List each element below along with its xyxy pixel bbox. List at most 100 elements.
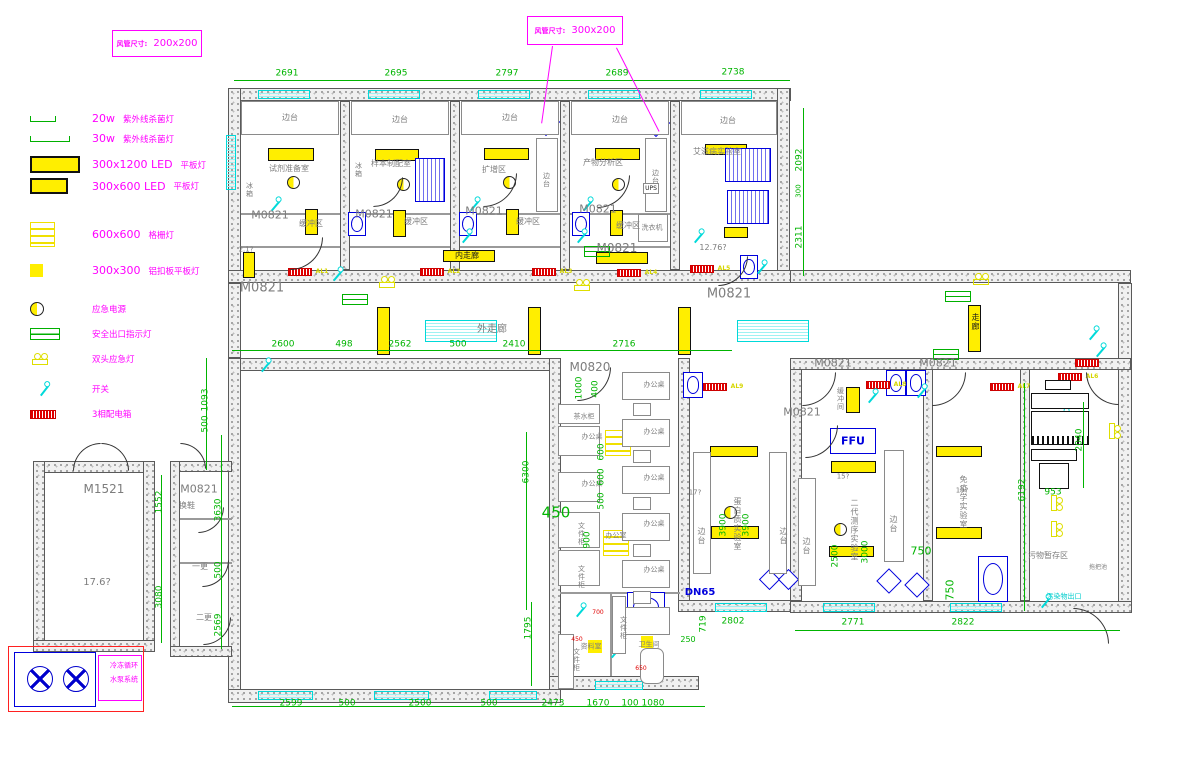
uv-30w-icon [30, 135, 92, 142]
wall [560, 101, 570, 270]
plan-text: 2410 [502, 339, 526, 350]
air-duct-vent [950, 603, 1002, 612]
plan-text: 2822 [951, 617, 975, 628]
plan-text: 冰箱 [354, 162, 363, 178]
grille-light-icon [30, 222, 92, 247]
furniture-fixture [571, 101, 669, 135]
furniture-fixture [798, 478, 816, 586]
plan-text: 100 [621, 698, 639, 709]
furniture-fixture [558, 472, 600, 502]
equipment-circ [683, 372, 703, 398]
legend-item-size: 300x600 LED [92, 179, 166, 193]
plan-text: 办公桌 [643, 565, 665, 574]
led-panel-light [711, 526, 759, 539]
dual-emergency-light [574, 279, 590, 291]
duct-size-callout-2: 风管尺寸: 300x200 [527, 16, 623, 45]
duct-size-label: 风管尺寸: [534, 26, 566, 35]
duct-size-value: 300x200 [571, 25, 616, 36]
plan-text: 2716 [612, 339, 636, 350]
door-swing [932, 372, 966, 406]
wall [340, 101, 350, 270]
led-panel-light [610, 210, 623, 236]
autoclave-machine [1039, 463, 1069, 489]
dimension-line [161, 475, 162, 643]
legend-item-desc: 应急电源 [92, 305, 127, 315]
plan-text: 750 [943, 579, 957, 601]
plan-text: 样本制配室 [371, 159, 411, 168]
plan-text: 蛋白质实验室 [733, 497, 742, 551]
emergency-power-icon [834, 523, 847, 536]
distribution-box-label: AL3 [559, 268, 573, 275]
led-panel-light [377, 307, 390, 355]
dimension-line [232, 350, 732, 351]
led-panel-light [968, 305, 981, 352]
plan-text: 1080 [641, 698, 665, 709]
plan-text: 3000 [860, 540, 871, 564]
furniture-fixture [693, 452, 711, 574]
plan-text: 500 [596, 492, 607, 510]
plan-text: 边台 [282, 113, 298, 122]
legend-item-desc: 安全出口指示灯 [92, 330, 152, 340]
switch-icon [1096, 346, 1106, 358]
plan-text: 498 [335, 339, 353, 350]
furniture-fixture [633, 450, 651, 463]
plan-text: 1670 [586, 698, 610, 709]
plan-text: 2599 [279, 698, 303, 709]
led-panel-small-icon [30, 178, 92, 194]
plan-text: 600 [596, 468, 607, 486]
led-panel-light [831, 461, 876, 473]
legend-item: 双头应急灯 [30, 350, 135, 368]
led-panel-light [936, 446, 982, 457]
plan-text: M0821 [239, 280, 285, 296]
legend-item-size: 300x1200 LED [92, 158, 173, 171]
furniture-fixture [633, 497, 651, 510]
plan-text: M1521 [83, 482, 125, 496]
led-panel-light [710, 446, 758, 457]
plan-text: 内走廊 [455, 251, 479, 260]
dimension-line [560, 350, 732, 351]
plan-text: 扩增区 [482, 165, 506, 174]
distribution-box [1075, 359, 1099, 367]
autoclave-machine [1045, 380, 1071, 390]
plan-text: 缓冲区 [404, 217, 428, 226]
uv-20w-icon [30, 115, 92, 122]
door-swing [180, 443, 206, 469]
pump-system-outline [8, 646, 144, 712]
plan-text: 6192 [1017, 478, 1028, 502]
wall [790, 358, 1131, 370]
alu-panel-light [588, 640, 602, 653]
wall [1118, 283, 1132, 613]
air-duct-vent [258, 691, 313, 700]
legend-item-size: 300x300 [92, 264, 141, 277]
dimension-line [795, 630, 1120, 631]
grille-light [603, 530, 629, 556]
plan-text: 缓冲区 [516, 217, 540, 226]
furniture-fixture [622, 372, 670, 400]
air-duct-vent [374, 691, 429, 700]
plan-text: 试剂准备室 [269, 164, 309, 173]
distribution-box-label: AL9 [730, 383, 744, 390]
exit-sign-light [933, 349, 959, 360]
plan-text: 边台 [720, 116, 736, 125]
plan-text: 2092 [794, 148, 805, 172]
wall [228, 358, 560, 371]
plan-text: 2689 [605, 68, 629, 79]
plan-text: 冷冻循环 [110, 661, 138, 670]
equipment-grid [727, 190, 769, 224]
led-panel-light [443, 250, 495, 262]
alu-panel-light-icon [30, 264, 92, 277]
duct-size-label: 风管尺寸: [116, 39, 148, 48]
plan-text: 边台 [542, 172, 551, 188]
legend-item-size: 600x600 [92, 228, 141, 241]
led-panel-light [484, 148, 529, 160]
plan-text: 边台 [502, 113, 518, 122]
led-panel-light [243, 252, 255, 278]
plan-text: 办公桌 [643, 473, 665, 482]
plan-text: 500 [480, 698, 498, 709]
plan-text: 1552 [154, 490, 165, 514]
plan-text: 外走廊 [477, 324, 507, 335]
plan-text: 2600 [271, 339, 295, 350]
plan-text: 12.76? [699, 243, 727, 252]
